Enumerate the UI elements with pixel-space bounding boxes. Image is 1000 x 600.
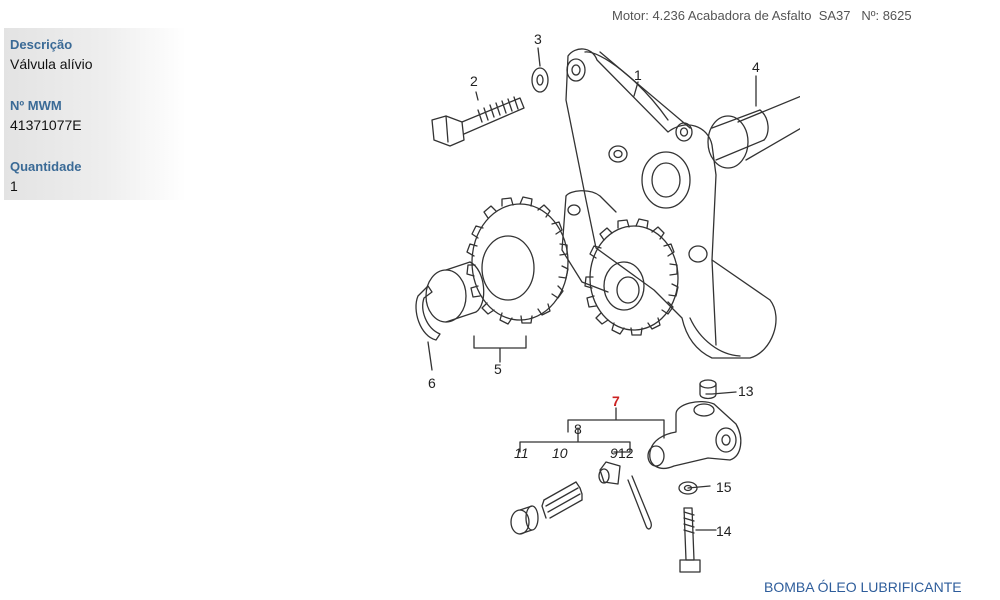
bolt-part-2 <box>431 96 525 147</box>
mwm-value: 41371077E <box>10 117 82 133</box>
bolt-part-14 <box>679 507 701 573</box>
sleeve-part-13 <box>699 379 717 400</box>
plunger-part-9 <box>598 461 621 485</box>
spring-part-10 <box>541 481 583 519</box>
callout-1: 1 <box>634 67 642 83</box>
callout-6: 6 <box>428 375 436 391</box>
bracket-part <box>561 48 777 359</box>
callout-9: 9 <box>610 445 618 461</box>
quantidade-value: 1 <box>10 178 18 194</box>
motor-header: Motor: 4.236 Acabadora de Asfalto SA37 N… <box>612 8 912 23</box>
washer-part-3 <box>531 67 549 93</box>
descricao-block: Descrição Válvula alívio <box>10 37 93 72</box>
callout-13: 13 <box>738 383 754 399</box>
callout-3: 3 <box>534 31 542 47</box>
shaft-part-4 <box>707 95 800 169</box>
callout-10: 10 <box>552 445 568 461</box>
mwm-block: Nº MWM 41371077E <box>10 98 82 133</box>
leader-lines <box>427 47 757 531</box>
part-info-panel: Descrição Válvula alívio Nº MWM 41371077… <box>4 28 186 200</box>
callout-2: 2 <box>470 73 478 89</box>
bushing <box>425 261 485 323</box>
housing-gear <box>584 218 679 336</box>
exploded-parts-diagram: 1 2 3 4 5 6 7 8 9 10 11 12 13 14 15 <box>415 31 800 573</box>
washer-part-15 <box>678 481 698 495</box>
callout-5: 5 <box>494 361 502 377</box>
callout-4: 4 <box>752 59 760 75</box>
descricao-value: Válvula alívio <box>10 56 93 72</box>
descricao-label: Descrição <box>10 37 73 52</box>
callout-15: 15 <box>716 479 732 495</box>
cap-part-11 <box>510 505 539 535</box>
quantidade-block: Quantidade 1 <box>10 159 82 194</box>
gear-part-5 <box>466 196 569 325</box>
circlip-part-6 <box>415 285 441 341</box>
section-title: BOMBA ÓLEO LUBRIFICANTE <box>764 579 962 595</box>
split-pin-part-12 <box>627 475 652 530</box>
callout-12: 12 <box>618 445 634 461</box>
callout-labels: 1 2 3 4 5 6 7 8 9 10 11 12 13 14 15 <box>428 31 760 539</box>
valve-body-part-7 <box>647 400 742 469</box>
mwm-label: Nº MWM <box>10 98 62 113</box>
callout-7: 7 <box>612 393 620 409</box>
callout-8: 8 <box>574 421 582 437</box>
quantidade-label: Quantidade <box>10 159 82 174</box>
callout-14: 14 <box>716 523 732 539</box>
callout-11: 11 <box>514 445 529 461</box>
